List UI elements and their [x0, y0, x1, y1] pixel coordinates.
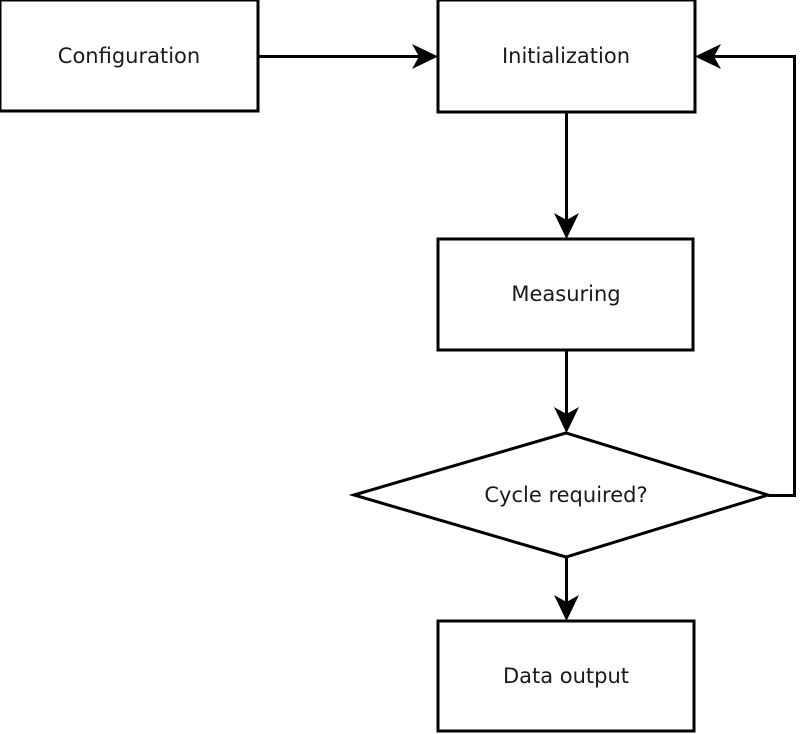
- node-cycle-required[interactable]: Cycle required?: [348, 431, 774, 559]
- measuring-label: Measuring: [511, 282, 620, 306]
- edge-configuration-to-initialization: [258, 44, 438, 69]
- data-output-label: Data output: [503, 664, 629, 688]
- cycle-required-label: Cycle required?: [484, 483, 647, 507]
- arrowhead-feedback-initialization: [695, 44, 721, 69]
- configuration-box[interactable]: [0, 0, 260, 113]
- arrowhead-configuration-initialization: [412, 44, 438, 69]
- arrowhead-measuring-cycle-required: [554, 407, 579, 433]
- node-initialization[interactable]: Initialization: [436, 0, 697, 114]
- arrowhead-initialization-measuring: [554, 213, 579, 239]
- measuring-box[interactable]: [436, 237, 695, 352]
- node-data-output[interactable]: Data output: [436, 619, 696, 733]
- edge-cycle-required-to-initialization-feedback: [695, 44, 796, 497]
- edge-measuring-to-cycle-required: [554, 350, 579, 433]
- edge-cycle-required-to-data-output: [554, 557, 579, 621]
- cycle-required-diamond[interactable]: [348, 431, 774, 559]
- initialization-box[interactable]: [436, 0, 697, 114]
- edge-initialization-to-measuring: [554, 112, 579, 239]
- data-output-box[interactable]: [436, 619, 696, 733]
- configuration-label: Configuration: [58, 44, 200, 68]
- node-configuration[interactable]: Configuration: [0, 0, 260, 113]
- node-measuring[interactable]: Measuring: [436, 237, 695, 352]
- arrowhead-cycle-required-data-output: [554, 595, 579, 621]
- edge-line-feedback-loop: [708, 55, 796, 497]
- initialization-label: Initialization: [502, 44, 630, 68]
